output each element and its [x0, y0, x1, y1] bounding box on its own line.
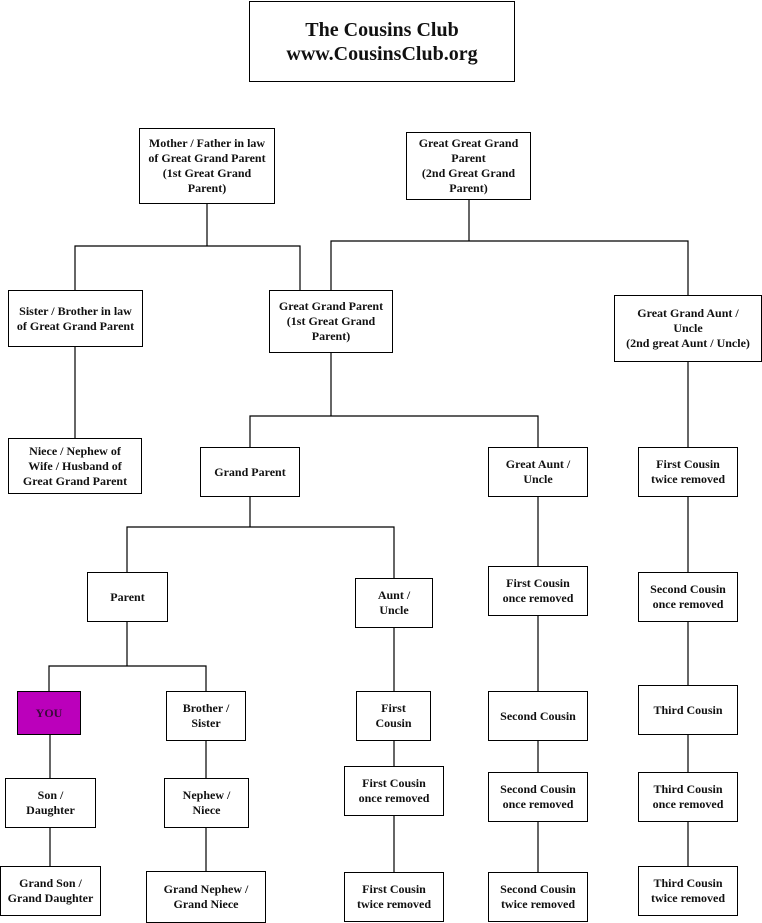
node-grand-nephew-niece: Grand Nephew / Grand Niece: [146, 871, 266, 923]
connector: [249, 415, 539, 447]
node-nephew-niece: Nephew / Niece: [164, 778, 249, 828]
node-second-cousin-twice-removed: Second Cousin twice removed: [488, 872, 588, 922]
node-third-cousin-once-removed: Third Cousin once removed: [638, 772, 738, 822]
node-first-cousin-twice-removed-top: First Cousin twice removed: [638, 447, 738, 497]
title-text: The Cousins Club: [305, 18, 459, 41]
node-second-cousin: Second Cousin: [488, 691, 588, 741]
node-first-cousin-twice-removed: First Cousin twice removed: [344, 872, 444, 922]
node-brother-sister: Brother / Sister: [166, 691, 246, 741]
connector: [126, 526, 395, 578]
node-niece-nephew-of-spouse: Niece / Nephew of Wife / Husband of Grea…: [8, 438, 142, 494]
node-mother-father-in-law: Mother / Father in law of Great Grand Pa…: [139, 128, 275, 204]
node-you: YOU: [17, 691, 81, 735]
node-great-great-grand-parent: Great Great Grand Parent (2nd Great Gran…: [406, 132, 531, 200]
node-third-cousin-twice-removed: Third Cousin twice removed: [638, 866, 738, 916]
node-sister-brother-in-law: Sister / Brother in law of Great Grand P…: [8, 290, 143, 347]
node-second-cousin-once-removed: Second Cousin once removed: [488, 772, 588, 822]
node-aunt-uncle: Aunt / Uncle: [355, 578, 433, 628]
node-great-grand-parent: Great Grand Parent (1st Great Grand Pare…: [269, 290, 393, 353]
node-great-grand-aunt-uncle: Great Grand Aunt / Uncle (2nd great Aunt…: [614, 295, 762, 362]
node-second-cousin-once-removed-top: Second Cousin once removed: [638, 572, 738, 622]
node-first-cousin: First Cousin: [356, 691, 431, 741]
node-grand-son-daughter: Grand Son / Grand Daughter: [0, 866, 101, 916]
connector: [330, 240, 689, 295]
node-great-aunt-uncle: Great Aunt / Uncle: [488, 447, 588, 497]
node-son-daughter: Son / Daughter: [5, 778, 96, 828]
connector: [48, 665, 207, 691]
node-first-cousin-once-removed: First Cousin once removed: [344, 766, 444, 816]
node-parent: Parent: [87, 572, 168, 622]
node-third-cousin: Third Cousin: [638, 685, 738, 735]
title-url: www.CousinsClub.org: [286, 42, 478, 65]
title-box: The Cousins Club www.CousinsClub.org: [249, 1, 515, 82]
node-first-cousin-once-removed-top: First Cousin once removed: [488, 566, 588, 616]
node-grand-parent: Grand Parent: [200, 447, 300, 497]
connector: [74, 245, 301, 290]
